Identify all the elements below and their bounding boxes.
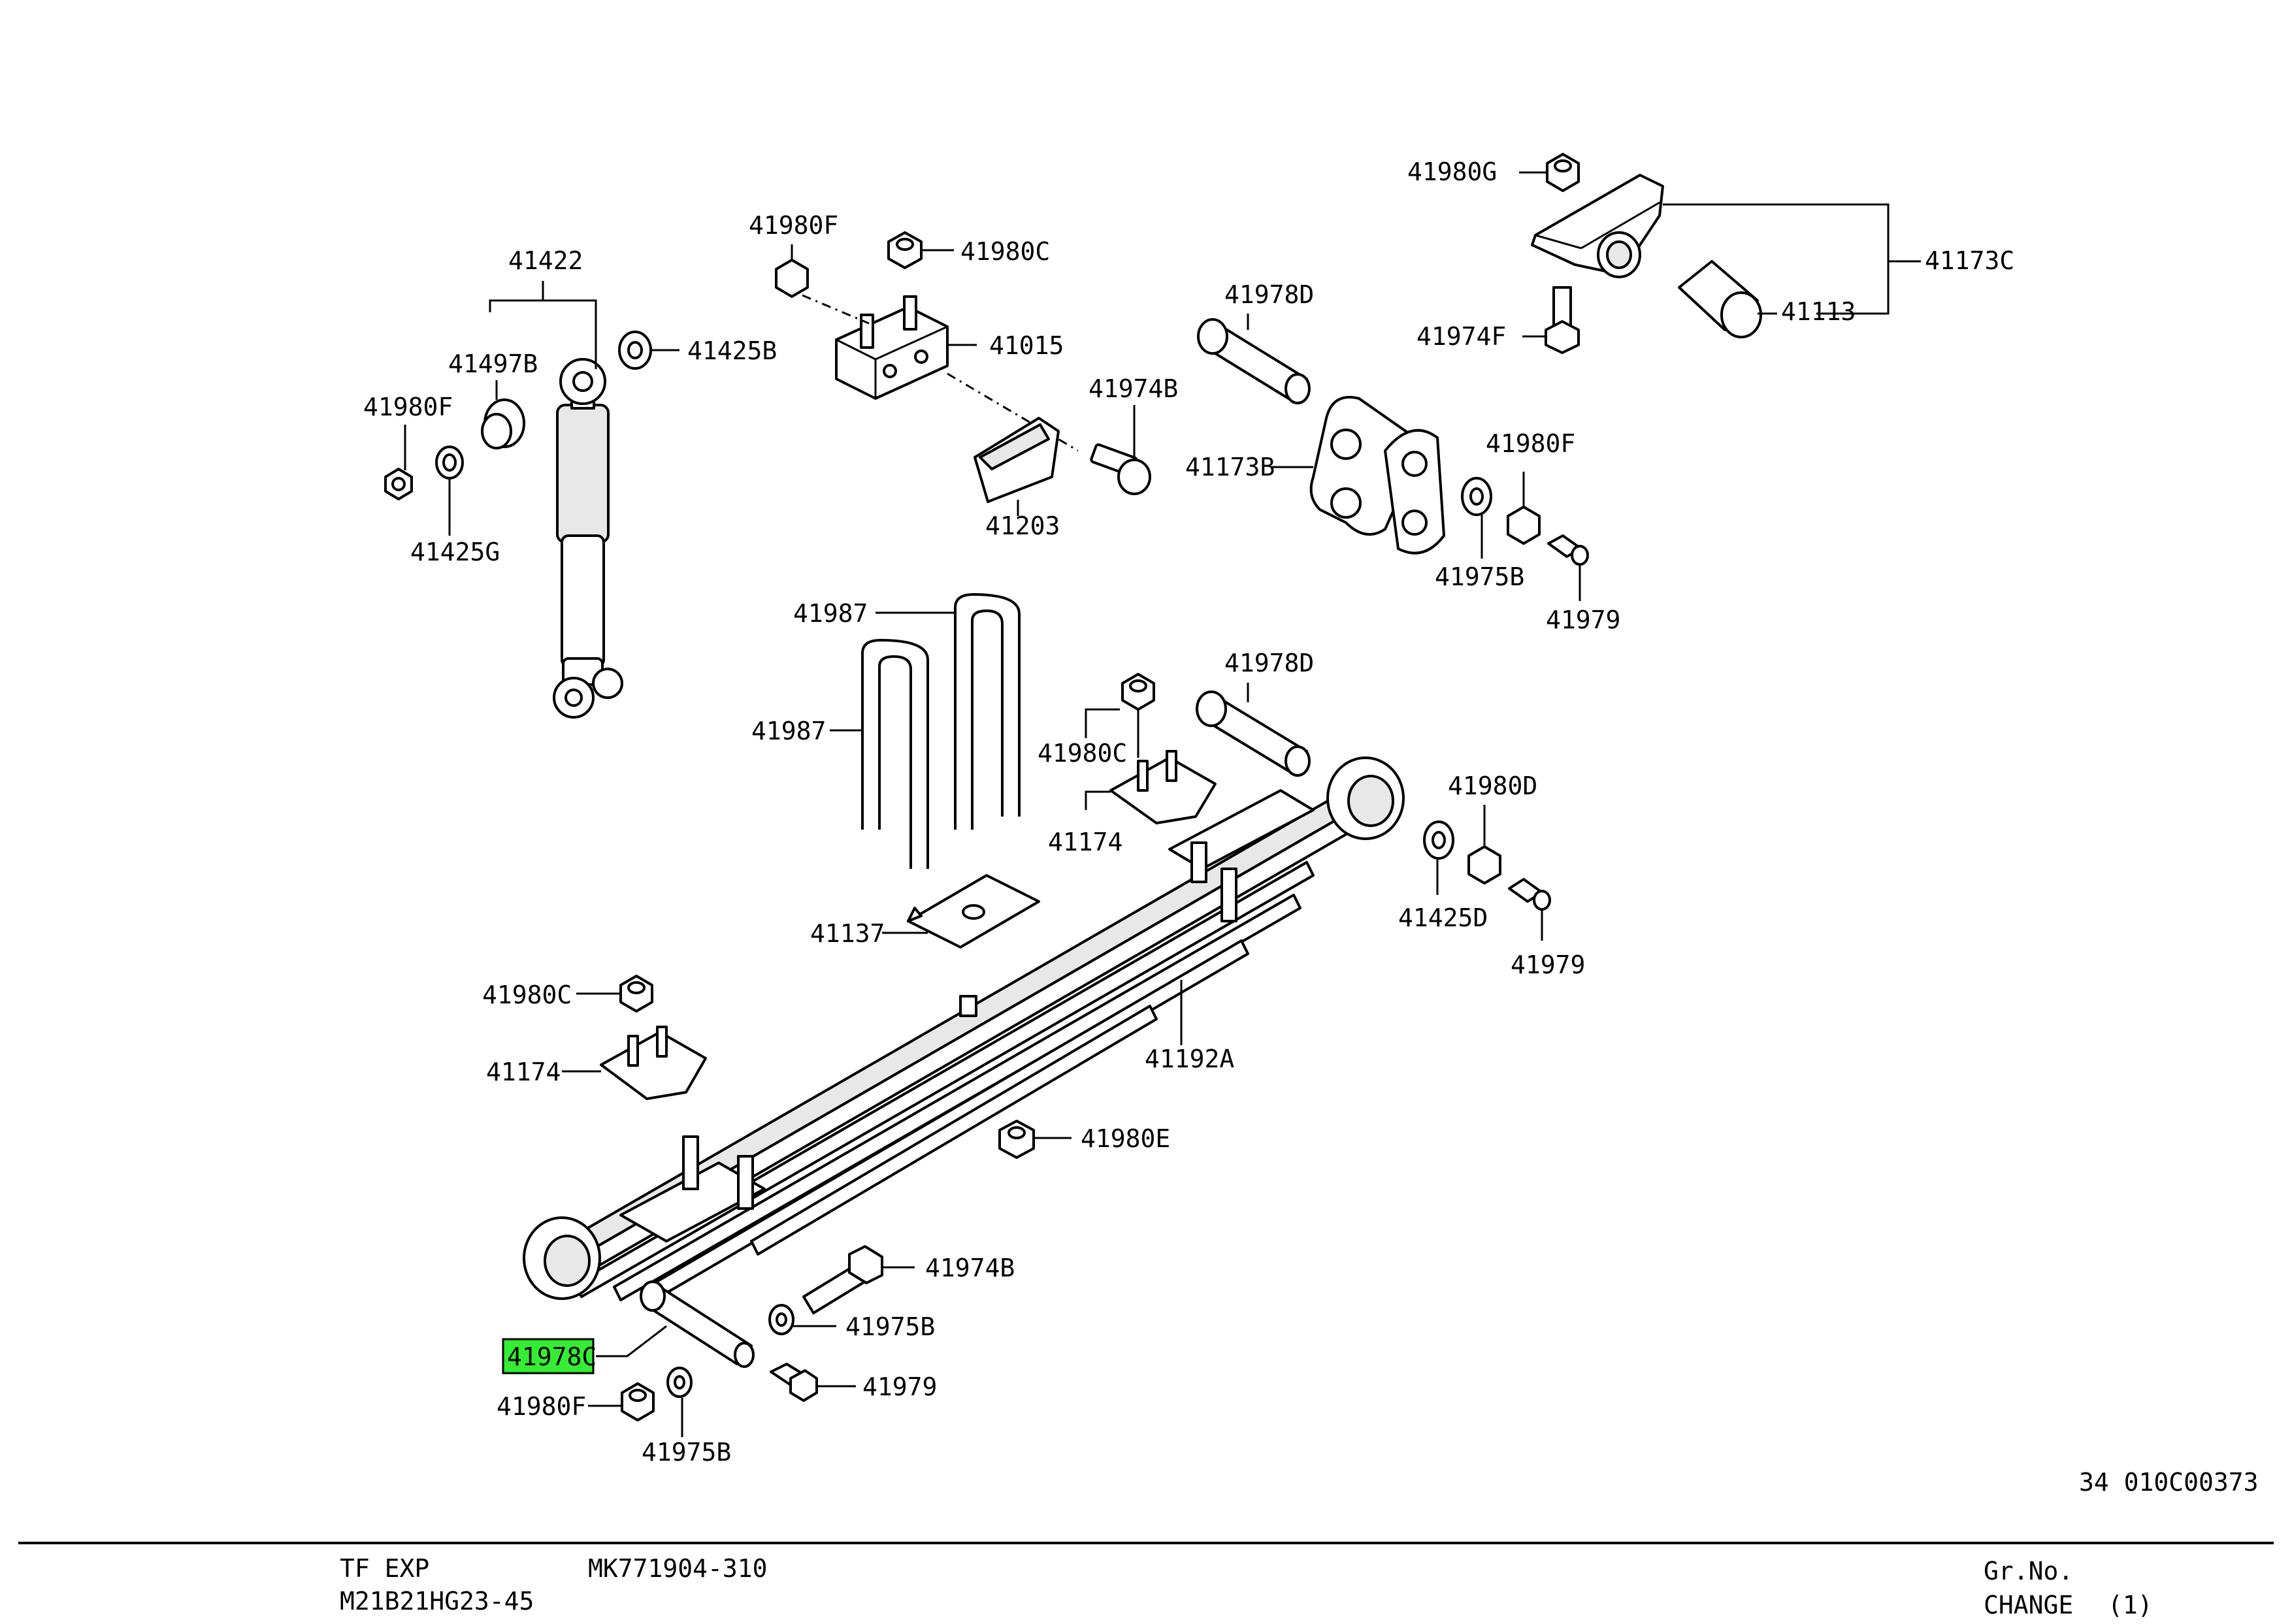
label-41425G[interactable]: 41425G — [410, 538, 500, 566]
label-41980F-a[interactable]: 41980F — [363, 393, 453, 421]
label-41974B-b[interactable]: 41974B — [925, 1254, 1015, 1282]
label-41497B[interactable]: 41497B — [448, 349, 538, 378]
bolt-41974F — [1545, 286, 1580, 354]
nut-41980C-bracket — [887, 231, 923, 269]
grease-fitting-41979-front — [770, 1363, 818, 1402]
shackle-pin-41978D-upper — [1197, 318, 1311, 404]
leaf-spring-41192A — [523, 756, 1405, 1301]
part-labels: 41422 41497B 41980F 41425G 41425B 41980F… — [363, 157, 2259, 1497]
nut-41980E — [998, 1120, 1035, 1159]
label-41974B-a[interactable]: 41974B — [1089, 374, 1178, 403]
highlighted-part-box — [502, 1338, 595, 1374]
nut-41980F-shackle — [1507, 506, 1541, 545]
label-41980F-b[interactable]: 41980F — [749, 211, 838, 240]
bolt-41974B-front — [802, 1245, 883, 1314]
hanger-41173C — [1531, 174, 1664, 278]
label-41980E[interactable]: 41980E — [1081, 1124, 1170, 1153]
footer-group-number-label: Gr.No. — [1984, 1557, 2073, 1585]
footer-change-number: (1) — [2108, 1591, 2153, 1619]
label-41979-b[interactable]: 41979 — [1511, 950, 1585, 979]
bushing-41425B — [618, 331, 652, 370]
footer-change-label: CHANGE — [1984, 1591, 2073, 1619]
label-41978D-b[interactable]: 41978D — [1224, 649, 1314, 677]
label-41978D-a[interactable]: 41978D — [1224, 280, 1314, 309]
bushing-41497B — [481, 398, 525, 449]
label-41174-b[interactable]: 41174 — [486, 1058, 561, 1086]
label-41425D[interactable]: 41425D — [1398, 903, 1488, 932]
label-41015[interactable]: 41015 — [989, 331, 1064, 360]
seat-plate-41137 — [907, 874, 1040, 949]
nut-41980C-lower-pad — [619, 975, 653, 1013]
washer-41975B-front — [768, 1304, 794, 1335]
label-41113[interactable]: 41113 — [1781, 297, 1856, 326]
shackle-plate-41173B — [1309, 396, 1445, 555]
label-41974F[interactable]: 41974F — [1416, 322, 1506, 351]
pad-41174-upper — [1109, 750, 1217, 824]
washer-41425D — [1423, 820, 1454, 860]
pad-41174-lower — [600, 1026, 707, 1100]
bolt-41974B-bracket — [1090, 443, 1151, 495]
stopper-41203 — [974, 417, 1060, 503]
diagram-reference-code: 34 010C00373 — [2079, 1468, 2259, 1497]
label-41975B-c[interactable]: 41975B — [642, 1438, 731, 1467]
bushing-41113 — [1678, 260, 1762, 338]
shackle-pin-41978C — [640, 1280, 755, 1368]
label-41987-b[interactable]: 41987 — [751, 717, 826, 745]
nut-41980C-upper-pad — [1121, 673, 1155, 711]
u-bolt-41987-rear — [954, 593, 1021, 830]
nut-41980F-front — [621, 1382, 655, 1421]
label-41975B-a[interactable]: 41975B — [1435, 562, 1524, 591]
nut-41980D — [1467, 845, 1501, 885]
label-41980F-c[interactable]: 41980F — [1486, 429, 1575, 458]
u-bolt-41987-front — [861, 639, 929, 869]
label-41422[interactable]: 41422 — [508, 246, 583, 275]
label-41980C-b[interactable]: 41980C — [1038, 739, 1127, 768]
nut-41980G — [1546, 153, 1580, 192]
label-41980D[interactable]: 41980D — [1448, 771, 1537, 800]
footer-model: TF EXP — [340, 1554, 429, 1583]
label-41173B[interactable]: 41173B — [1185, 453, 1275, 481]
bracket-41015 — [835, 295, 949, 400]
footer-catalog-code: M21B21HG23-45 — [340, 1587, 534, 1616]
footer-part-number: MK771904-310 — [588, 1554, 768, 1583]
washer-41425G — [435, 446, 464, 479]
label-41987-a[interactable]: 41987 — [793, 599, 868, 628]
grease-fitting-41979-mid — [1508, 878, 1551, 911]
shock-absorber-illustration — [553, 358, 623, 719]
shackle-pin-41978D-lower — [1196, 690, 1311, 777]
label-41980C-c[interactable]: 41980C — [482, 981, 572, 1009]
label-41203[interactable]: 41203 — [985, 512, 1060, 540]
label-41192A[interactable]: 41192A — [1145, 1045, 1234, 1073]
label-41980C-a[interactable]: 41980C — [960, 237, 1050, 266]
label-41980F-d[interactable]: 41980F — [497, 1392, 586, 1421]
washer-41975B-upper — [1461, 477, 1492, 516]
label-41979-a[interactable]: 41979 — [1546, 606, 1620, 634]
label-41979-c[interactable]: 41979 — [862, 1372, 937, 1401]
label-41980G[interactable]: 41980G — [1407, 157, 1497, 186]
label-41173C[interactable]: 41173C — [1925, 246, 2014, 275]
label-41978C-highlighted[interactable]: 41978C — [507, 1342, 597, 1371]
nut-41980F-upper — [384, 468, 413, 500]
grease-fitting-41979-upper — [1547, 534, 1589, 566]
label-41975B-b[interactable]: 41975B — [845, 1312, 935, 1341]
label-41137[interactable]: 41137 — [810, 919, 885, 948]
label-41425B[interactable]: 41425B — [687, 336, 777, 365]
washer-41975B-lower — [666, 1367, 693, 1398]
nut-41980F-bracket — [775, 259, 809, 298]
label-41174-a[interactable]: 41174 — [1048, 828, 1122, 856]
